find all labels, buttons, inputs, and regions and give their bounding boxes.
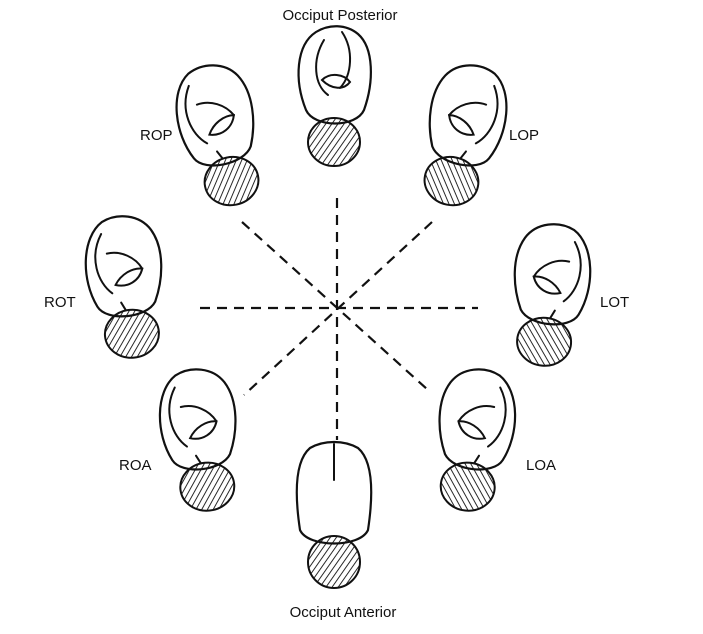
label-rot: ROT [44, 294, 76, 311]
fetus-loa [428, 364, 522, 516]
fetus-rot [80, 212, 171, 363]
fetus-oa [295, 440, 373, 589]
label-lot: LOT [600, 294, 629, 311]
label-occiput-anterior: Occiput Anterior [290, 604, 397, 621]
fetus-op [297, 25, 372, 168]
fetus-roa [153, 364, 247, 516]
label-lop: LOP [509, 127, 539, 144]
fetus-lop [410, 57, 517, 215]
fetus-lot [505, 220, 596, 371]
label-loa: LOA [526, 457, 556, 474]
spoke-diagonal-rop-loa [241, 221, 429, 391]
label-rop: ROP [140, 127, 173, 144]
label-roa: ROA [119, 457, 152, 474]
spoke-diagonal-lop-roa [243, 221, 433, 396]
label-occiput-posterior: Occiput Posterior [282, 7, 397, 24]
dashed-spokes [200, 198, 478, 440]
fetus-rop [166, 57, 273, 215]
